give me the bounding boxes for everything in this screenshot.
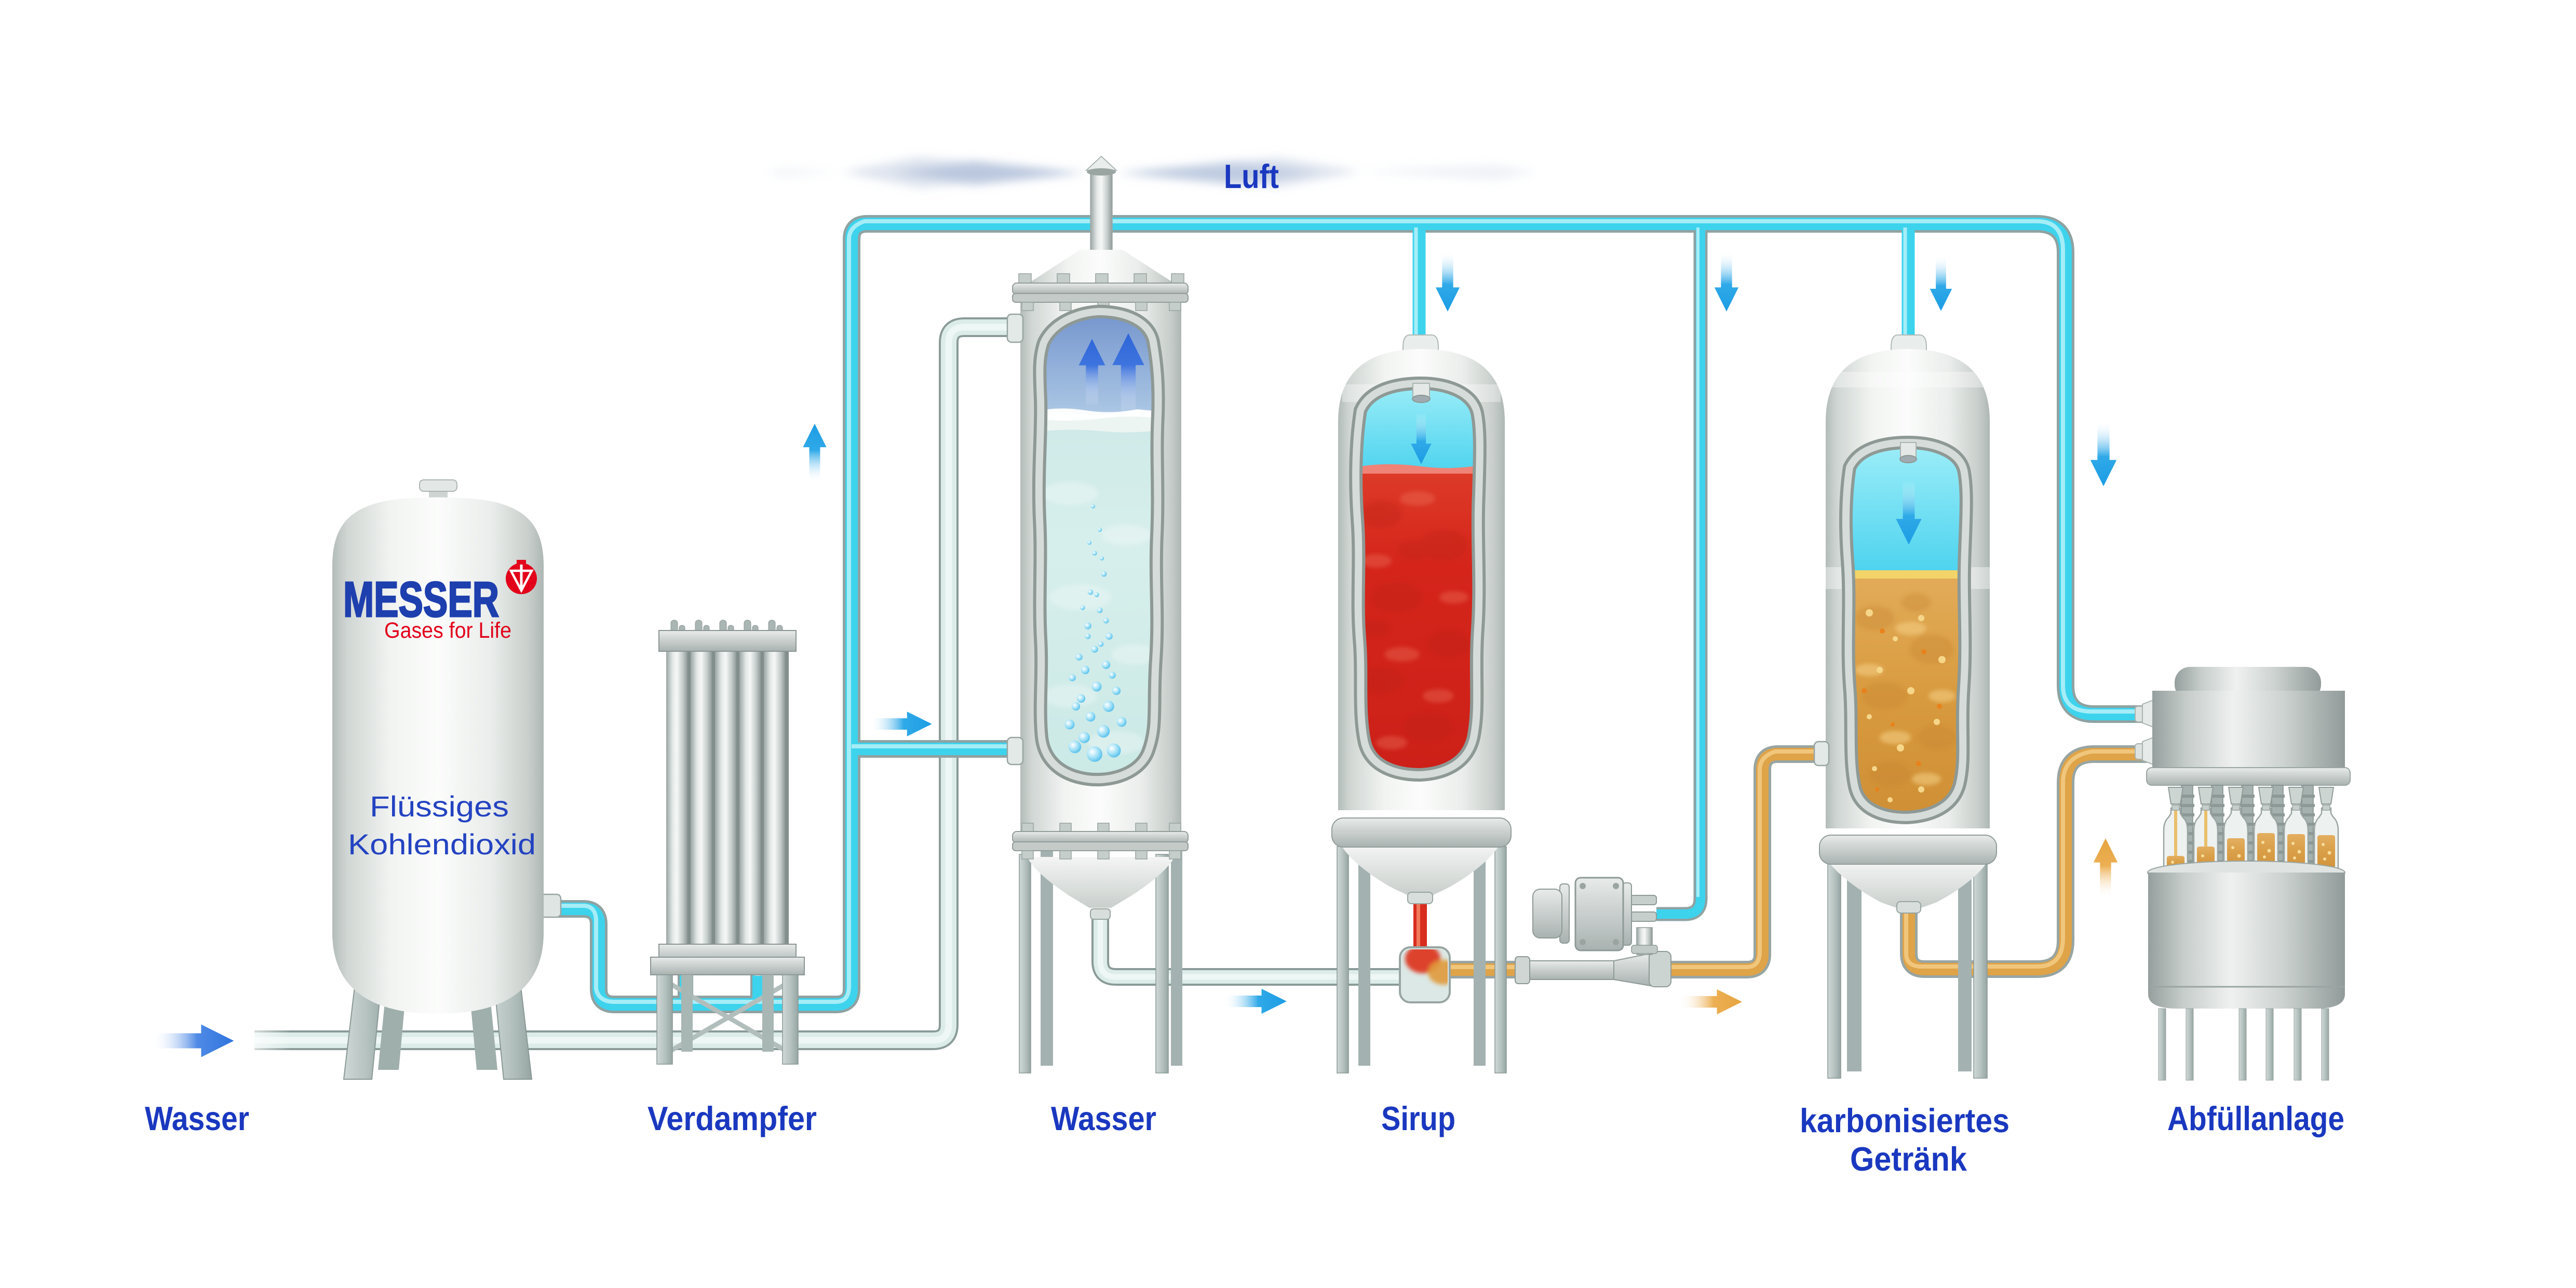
- svg-text:Flüssiges: Flüssiges: [370, 790, 509, 823]
- svg-text:Getränk: Getränk: [1850, 1140, 1967, 1178]
- svg-text:Gases for Life: Gases for Life: [384, 618, 511, 643]
- svg-text:MESSER: MESSER: [343, 572, 499, 627]
- svg-text:Abfüllanlage: Abfüllanlage: [2167, 1099, 2344, 1137]
- svg-text:Kohlendioxid: Kohlendioxid: [348, 828, 536, 861]
- svg-text:Sirup: Sirup: [1381, 1099, 1455, 1137]
- svg-text:Verdampfer: Verdampfer: [648, 1099, 817, 1137]
- svg-text:Wasser: Wasser: [1051, 1099, 1156, 1137]
- svg-text:Wasser: Wasser: [145, 1099, 249, 1137]
- svg-text:karbonisiertes: karbonisiertes: [1800, 1102, 2009, 1139]
- svg-text:Luft: Luft: [1224, 157, 1279, 195]
